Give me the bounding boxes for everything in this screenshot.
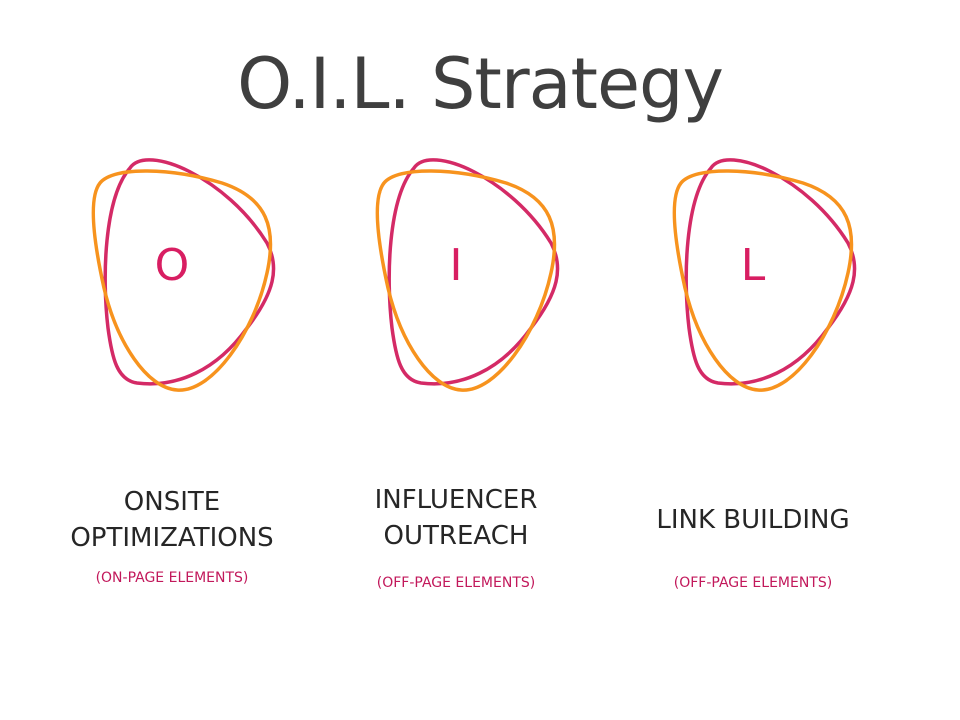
pillar-i-shapes (375, 158, 560, 392)
pillar-subtitle: (OFF-PAGE ELEMENTS) (376, 575, 536, 591)
pillar-heading: ONSITE OPTIMIZATIONS (70, 487, 274, 553)
pillar-link-building: L LINK BUILDING (OFF-PAGE ELEMENTS) (603, 0, 903, 720)
pillar-onsite: O ONSITE OPTIMIZATIONS (ON-PAGE ELEMENTS… (22, 0, 322, 720)
slide-title: O.I.L. Strategy (237, 43, 724, 125)
pillar-influencer: I INFLUENCER OUTREACH (OFF-PAGE ELEMENTS… (306, 0, 606, 720)
pillar-letter: I (449, 240, 463, 291)
pillar-subtitle: (OFF-PAGE ELEMENTS) (673, 575, 833, 591)
orange-rounded-triangle (91, 169, 273, 392)
pillar-heading: LINK BUILDING (656, 505, 850, 535)
pillar-o-shapes (91, 158, 276, 392)
pillar-l-shapes (672, 158, 857, 392)
orange-rounded-triangle (672, 169, 854, 392)
pillar-letter: O (154, 240, 190, 291)
pillar-heading: INFLUENCER OUTREACH (374, 485, 538, 551)
pillar-subtitle: (ON-PAGE ELEMENTS) (95, 570, 249, 586)
pillar-letter: L (740, 240, 766, 291)
orange-rounded-triangle (375, 169, 557, 392)
